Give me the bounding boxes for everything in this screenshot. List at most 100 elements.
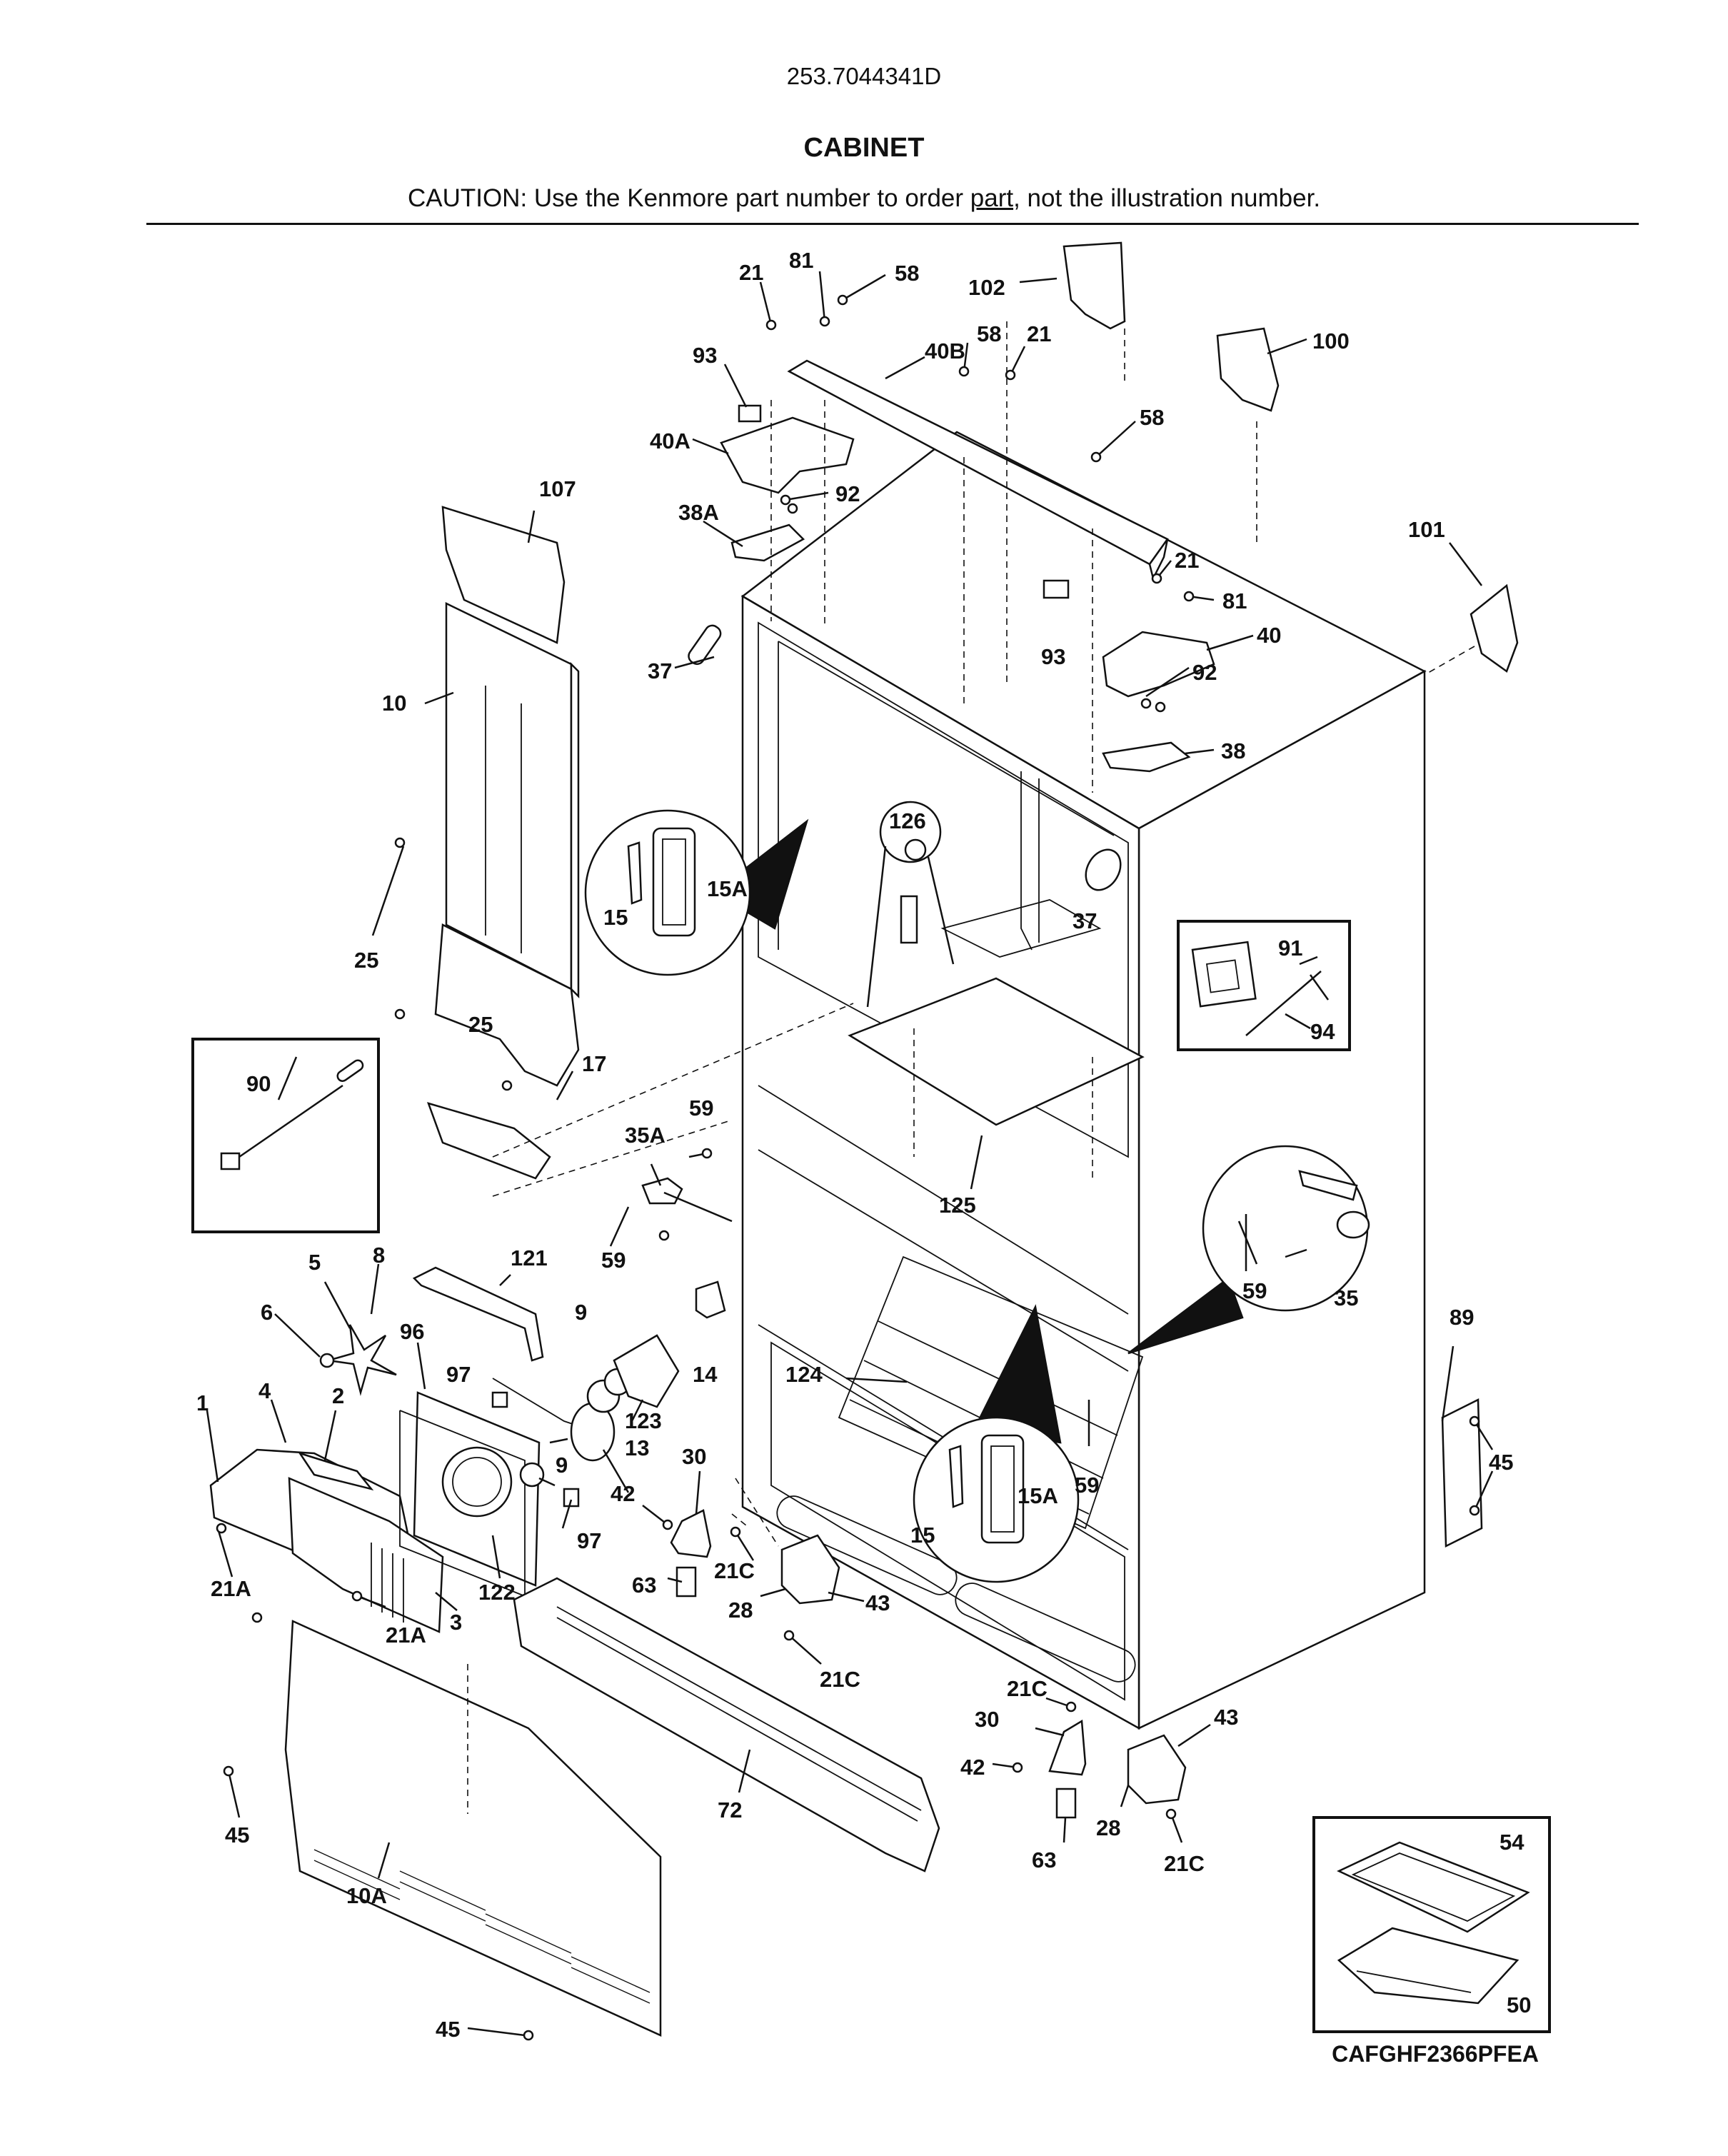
callout-5: 5	[308, 1250, 321, 1275]
callout-54: 54	[1500, 1830, 1524, 1855]
callout-90: 90	[246, 1071, 271, 1096]
callout-124: 124	[785, 1362, 823, 1387]
callout-9-b: 9	[556, 1453, 568, 1478]
callout-97-b: 97	[577, 1528, 601, 1553]
lower-front-parts	[284, 1177, 1483, 2037]
callout-15A-a: 15A	[707, 876, 748, 901]
callout-21A-b: 21A	[386, 1623, 426, 1648]
callout-43-b: 43	[1214, 1705, 1238, 1730]
callout-40B: 40B	[925, 339, 965, 363]
callout-59-b: 59	[601, 1248, 626, 1273]
callout-21-a: 21	[739, 260, 763, 285]
callout-72: 72	[718, 1797, 742, 1822]
callout-35A: 35A	[625, 1123, 665, 1148]
diagram-code: CAFGHF2366PFEA	[1332, 2041, 1539, 2067]
callout-94: 94	[1310, 1019, 1335, 1044]
callout-labels: 21 81 58 102 58 21 100 93 40B 58 40A 92 …	[196, 248, 1531, 2042]
callout-30-b: 30	[975, 1707, 999, 1732]
page-title: CABINET	[803, 133, 925, 163]
callout-38: 38	[1221, 738, 1245, 763]
callout-17: 17	[582, 1051, 606, 1076]
callout-100: 100	[1312, 329, 1350, 354]
callout-101: 101	[1408, 517, 1445, 542]
dashed-guide-lines	[467, 321, 1475, 1814]
caution-text: CAUTION: Use the Kenmore part number to …	[407, 184, 970, 212]
model-number: 253.7044341D	[786, 63, 942, 89]
detail-circle-upper-left	[584, 809, 809, 976]
callout-21-c: 21	[1175, 548, 1199, 573]
callout-6: 6	[261, 1300, 273, 1325]
callout-2: 2	[332, 1383, 344, 1408]
callout-21C-d: 21C	[1164, 1851, 1205, 1876]
detail-circle-right	[1127, 1145, 1370, 1355]
callout-81-a: 81	[789, 248, 813, 273]
callout-58-b: 58	[977, 321, 1001, 346]
callout-10A: 10A	[346, 1883, 387, 1908]
callout-15A-b: 15A	[1018, 1483, 1058, 1508]
callout-21C-c: 21C	[1007, 1676, 1048, 1701]
callout-9-a: 9	[575, 1300, 587, 1325]
callout-59-d: 59	[1075, 1473, 1099, 1498]
callout-1: 1	[196, 1390, 209, 1415]
callout-21C-b: 21C	[820, 1667, 860, 1692]
fan-assembly-parts	[209, 1266, 680, 1633]
callout-42-b: 42	[960, 1755, 985, 1780]
callout-91: 91	[1278, 936, 1302, 961]
caution-part-link[interactable]: part	[970, 184, 1014, 212]
callout-15-b: 15	[910, 1523, 935, 1548]
inset-box-90	[191, 1038, 380, 1233]
callout-107: 107	[539, 476, 576, 501]
callout-35: 35	[1334, 1285, 1358, 1310]
callout-125: 125	[939, 1193, 976, 1218]
detail-circle-lower-center	[913, 1304, 1080, 1583]
caution-text-end: , not the illustration number.	[1013, 184, 1321, 212]
callout-59-c: 59	[1242, 1278, 1267, 1303]
callout-3: 3	[450, 1610, 462, 1635]
callout-126: 126	[889, 808, 926, 833]
grille-hatch	[313, 1849, 650, 2004]
callout-93-b: 93	[1041, 644, 1065, 669]
callout-8: 8	[373, 1243, 385, 1268]
screw-icons	[216, 294, 1480, 2041]
callout-38A: 38A	[678, 500, 719, 525]
callout-37-b: 37	[1073, 908, 1097, 933]
top-hinge-parts	[688, 241, 1519, 891]
callout-122: 122	[478, 1580, 516, 1605]
callout-42-a: 42	[611, 1481, 635, 1506]
callout-21C-a: 21C	[714, 1558, 755, 1583]
callout-93-a: 93	[693, 343, 717, 368]
callout-45-c: 45	[436, 2017, 460, 2042]
callout-63-b: 63	[1032, 1847, 1056, 1872]
caution-note: CAUTION: Use the Kenmore part number to …	[0, 184, 1728, 213]
callout-97-a: 97	[446, 1362, 471, 1387]
callout-37-a: 37	[648, 658, 672, 683]
callout-25-a: 25	[354, 948, 378, 973]
left-duct-parts	[426, 506, 580, 1180]
callout-10: 10	[382, 691, 406, 716]
callout-28-b: 28	[1096, 1815, 1120, 1840]
callout-13: 13	[625, 1435, 649, 1460]
callout-58-a: 58	[895, 261, 919, 286]
callout-21A-a: 21A	[211, 1576, 251, 1601]
callout-123: 123	[625, 1408, 662, 1433]
callout-40: 40	[1257, 623, 1281, 648]
cabinet-body	[740, 431, 1427, 1730]
inset-box-91-94	[1177, 920, 1351, 1051]
detail-circle-126	[866, 801, 955, 1008]
callout-58-c: 58	[1140, 405, 1164, 430]
callout-92-a: 92	[835, 481, 860, 506]
callout-89: 89	[1450, 1305, 1474, 1330]
header-rule	[146, 223, 1639, 225]
callout-96: 96	[400, 1319, 424, 1344]
callout-14: 14	[693, 1362, 718, 1387]
callout-43-a: 43	[865, 1590, 890, 1615]
callout-81-b: 81	[1222, 588, 1247, 613]
callout-15-a: 15	[603, 905, 628, 930]
leader-lines	[206, 271, 1494, 2037]
callout-102: 102	[968, 275, 1005, 300]
callout-92-b: 92	[1192, 660, 1217, 685]
callout-40A: 40A	[650, 428, 690, 453]
callout-50: 50	[1507, 1992, 1531, 2017]
callout-28-a: 28	[728, 1598, 753, 1623]
callout-4: 4	[258, 1378, 271, 1403]
